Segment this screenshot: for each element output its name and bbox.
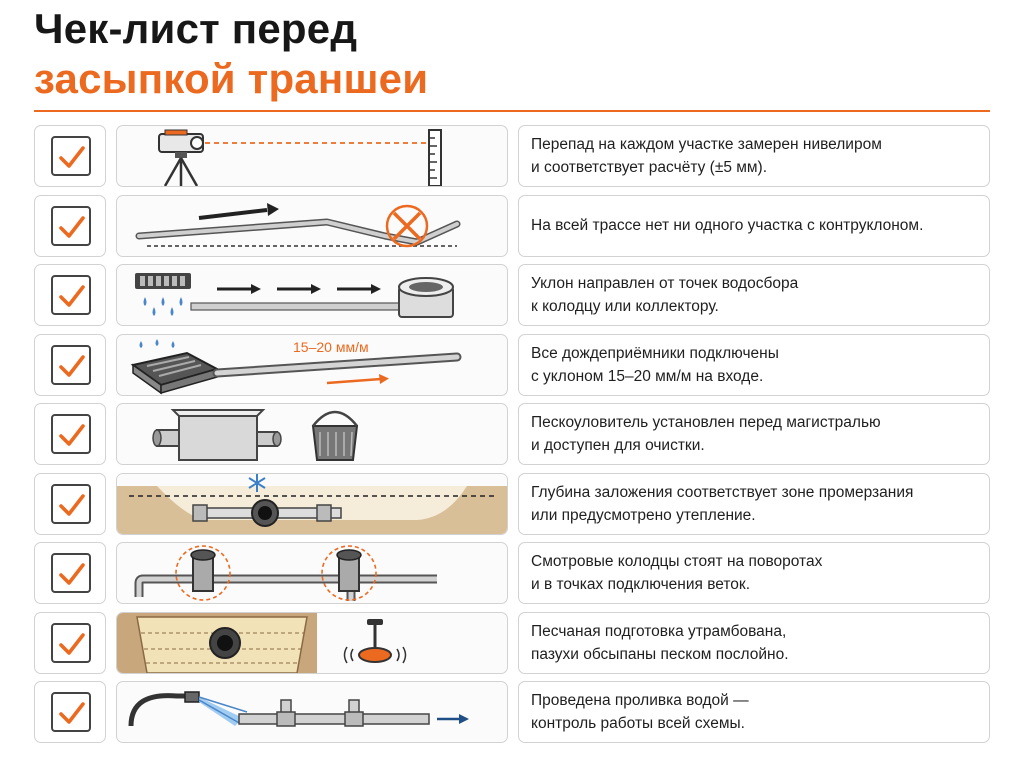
slope-annotation: 15–20 мм/м: [293, 338, 369, 355]
title-line-1: Чек-лист перед: [34, 5, 358, 52]
checklist-row: Песчаная подготовка утрамбована, пазухи …: [34, 611, 990, 674]
checkmark-icon: [59, 146, 85, 168]
item-text-line-1: Пескоуловитель установлен перед магистра…: [531, 414, 881, 431]
checkbox[interactable]: [34, 542, 106, 604]
checkmark-icon: [59, 563, 85, 585]
illustration: [116, 403, 508, 465]
item-text: Уклон направлен от точек водосбора к кол…: [518, 264, 990, 326]
item-text: Все дождеприёмники подключены с уклоном …: [518, 333, 990, 396]
item-text: На всей трассе нет ни одного участка с к…: [518, 194, 990, 257]
item-text: Песчаная подготовка утрамбована, пазухи …: [518, 611, 990, 674]
checkmark-icon: [59, 493, 85, 516]
checkbox[interactable]: [34, 333, 106, 396]
illustration: [116, 472, 508, 535]
item-text-line-1: На всей трассе нет ни одного участка с к…: [531, 217, 924, 234]
item-text-line-1: Перепад на каждом участке замерен нивели…: [531, 136, 882, 153]
checklist-row: Глубина заложения соответствует зоне про…: [34, 472, 990, 535]
inspection-well-icon: [134, 545, 437, 601]
item-text-line-1: Проведена проливка водой —: [531, 692, 749, 709]
checkbox[interactable]: [34, 403, 106, 465]
counter-slope-icon: [135, 202, 461, 247]
checklist-row: Уклон направлен от точек водосбора к кол…: [34, 264, 990, 326]
checkbox[interactable]: [34, 264, 106, 326]
checklist-row: На всей трассе нет ни одного участка с к…: [34, 194, 990, 257]
title-divider: [34, 110, 990, 112]
frost-depth-icon: [117, 473, 507, 534]
storm-inlet-icon: [130, 338, 462, 394]
item-text-line-2: и доступен для очистки.: [531, 437, 705, 454]
checkmark-icon: [59, 354, 85, 377]
illustration: [116, 264, 508, 326]
checklist-row: Проведена проливка водой — контроль рабо…: [34, 681, 990, 743]
item-text: Смотровые колодцы стоят на поворотах и в…: [518, 542, 990, 604]
slope-direction-icon: [135, 273, 454, 318]
item-text-line-1: Песчаная подготовка утрамбована,: [531, 622, 787, 640]
item-text-line-2: контроль работы всей схемы.: [531, 715, 745, 732]
checkbox[interactable]: [34, 125, 106, 187]
item-text-line-1: Глубина заложения соответствует зоне про…: [531, 483, 914, 501]
checkmark-icon: [59, 285, 85, 307]
illustration: [116, 681, 508, 743]
checkbox[interactable]: [34, 472, 106, 535]
item-text-line-1: Все дождеприёмники подключены: [531, 344, 779, 362]
checkbox[interactable]: [34, 194, 106, 257]
level-instrument-icon: [158, 129, 442, 186]
item-text: Глубина заложения соответствует зоне про…: [518, 472, 990, 535]
checkmark-icon: [59, 424, 85, 446]
checkbox[interactable]: [34, 611, 106, 674]
item-text: Перепад на каждом участке замерен нивели…: [518, 125, 990, 187]
illustration: [116, 542, 508, 604]
page-title: Чек-лист перед засыпкой траншеи: [34, 8, 428, 100]
item-text-line-2: с уклоном 15–20 мм/м на входе.: [531, 367, 764, 385]
checkmark-icon: [59, 702, 85, 724]
item-text: Пескоуловитель установлен перед магистра…: [518, 403, 990, 465]
checklist-row: Пескоуловитель установлен перед магистра…: [34, 403, 990, 465]
item-text-line-2: к колодцу или коллектору.: [531, 298, 719, 315]
item-text-line-1: Уклон направлен от точек водосбора: [531, 275, 799, 292]
checklist-row: Смотровые колодцы стоят на поворотах и в…: [34, 542, 990, 604]
item-text: Проведена проливка водой — контроль рабо…: [518, 681, 990, 743]
illustration: [116, 194, 508, 257]
checkmark-icon: [59, 632, 85, 655]
sand-trap-icon: [152, 409, 359, 461]
checkmark-icon: [59, 215, 85, 238]
item-text-line-2: и соответствует расчёту (±5 мм).: [531, 159, 768, 176]
sand-compaction-icon: [117, 612, 407, 673]
item-text-line-2: или предусмотрено утепление.: [531, 506, 756, 524]
item-text-line-2: пазухи обсыпаны песком послойно.: [531, 645, 789, 663]
item-text-line-2: и в точках подключения веток.: [531, 576, 750, 593]
water-flush-icon: [128, 691, 469, 727]
illustration: [116, 611, 508, 674]
item-text-line-1: Смотровые колодцы стоят на поворотах: [531, 553, 823, 570]
checkbox[interactable]: [34, 681, 106, 743]
checklist-row: 15–20 мм/м Все дождеприёмники подключены…: [34, 333, 990, 396]
title-line-2: засыпкой траншеи: [34, 55, 429, 102]
checklist-row: Перепад на каждом участке замерен нивели…: [34, 125, 990, 187]
checklist: Перепад на каждом участке замерен нивели…: [34, 125, 990, 751]
illustration: 15–20 мм/м: [116, 333, 508, 396]
illustration: [116, 125, 508, 187]
